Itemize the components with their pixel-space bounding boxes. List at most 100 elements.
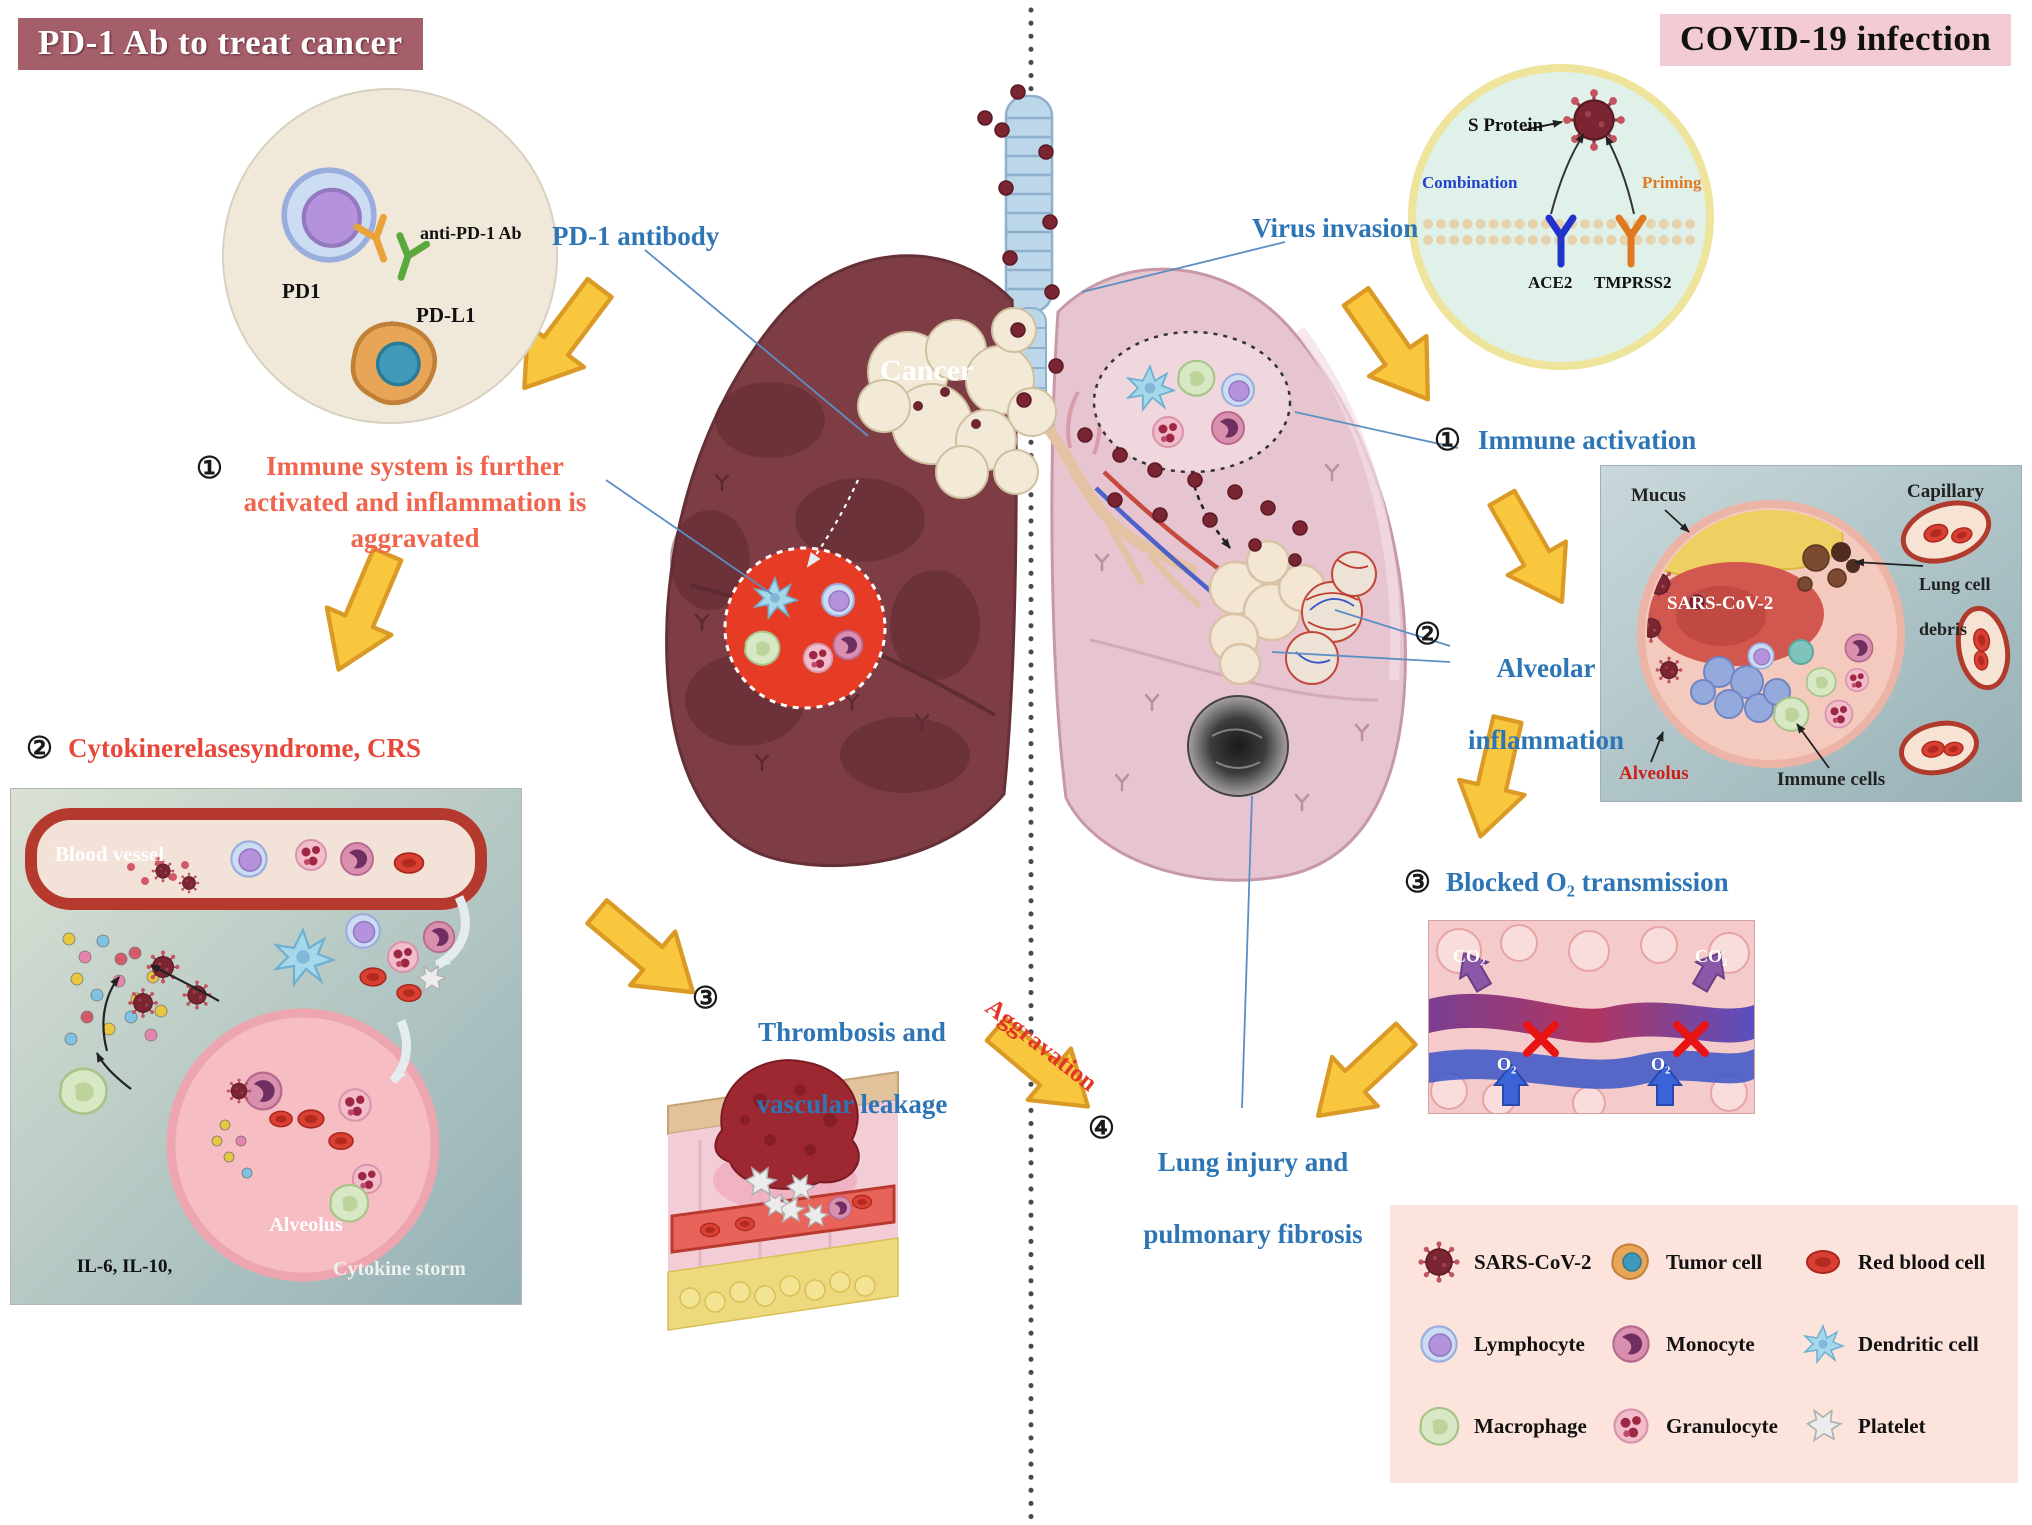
left-step3-number: ③: [692, 982, 719, 1015]
inflammation-inset: [723, 546, 887, 710]
yellow-arrow: [306, 541, 419, 683]
pd1-mechanism-graphic: [224, 90, 556, 422]
lymphocyte-icon: [1420, 1325, 1458, 1363]
cytokine-storm-panel: Blood vessel Alveolus IL-6, IL-10, IFN-γ…: [10, 788, 522, 1305]
legend-label: Platelet: [1858, 1413, 1926, 1438]
legend-item-granulocyte: Granulocyte: [1608, 1403, 1800, 1449]
pd1-mechanism-inset: PD1 anti-PD-1 Ab PD-L1: [222, 88, 558, 424]
ace2-receptor: [1545, 214, 1577, 268]
cytokines-line1: IL-6, IL-10,: [76, 1255, 173, 1277]
combination-label: Combination: [1422, 173, 1518, 192]
debris-line2: debris: [1919, 618, 1968, 639]
legend-item-dendritic-cell: Dendritic cell: [1800, 1321, 1992, 1367]
left-step2-number: ②: [26, 732, 53, 765]
legend-label: Tumor cell: [1666, 1249, 1763, 1274]
ace2-label: ACE2: [1528, 273, 1573, 292]
s-protein-label: S Protein: [1468, 115, 1544, 136]
macrophage-icon: [1419, 1406, 1460, 1446]
legend-item-tumor-cell: Tumor cell: [1608, 1239, 1800, 1285]
anti-pd1-ab-label: anti-PD-1 Ab: [420, 223, 522, 243]
o2-arrow-left: [1492, 1063, 1530, 1106]
pd1-label: PD1: [282, 279, 321, 303]
capillary-top: [1900, 500, 1992, 564]
legend-item-macrophage: Macrophage: [1416, 1403, 1608, 1449]
right-step3-number: ③: [1404, 866, 1431, 899]
dendritic-cell-icon: [1804, 1325, 1844, 1363]
capillary-bottom: [1898, 720, 1980, 776]
connector-lines: [605, 241, 1459, 1109]
co2-label-left: CO₂: [1453, 946, 1486, 966]
capillary-right: [1955, 605, 2011, 691]
legend-label: Dendritic cell: [1858, 1331, 1979, 1356]
legend-item-lymphocyte: Lymphocyte: [1416, 1321, 1608, 1367]
priming-label: Priming: [1642, 173, 1702, 192]
legend-label: Red blood cell: [1858, 1249, 1986, 1274]
thrombosis-illustration: [667, 1059, 899, 1331]
legend-label: Macrophage: [1474, 1413, 1587, 1438]
sars-cov-2-label: SARS-CoV-2: [1667, 593, 1774, 614]
lung-cell-debris-label: Lung cell debris: [1919, 550, 1991, 663]
title-left: PD-1 Ab to treat cancer: [18, 18, 423, 70]
left-step3-line1: Thrombosis and: [758, 1017, 946, 1047]
legend-label: Monocyte: [1666, 1331, 1755, 1356]
alveolus-label: Alveolus: [269, 1214, 343, 1236]
co2-label-right: CO₂: [1695, 946, 1728, 966]
right-step2-line1: Alveolar: [1496, 653, 1596, 683]
o2-label-right: O₂: [1651, 1054, 1671, 1074]
tmprss2-receptor: [1615, 214, 1647, 268]
right-step4-line2: pulmonary fibrosis: [1143, 1219, 1363, 1249]
virus-entry-inset: S Protein Combination Priming ACE2 TMPRS…: [1408, 64, 1714, 370]
ground-glass-lesion: [1187, 695, 1289, 797]
sars-cov-2-icon: [1417, 1240, 1461, 1284]
left-step3-line2: vascular leakage: [756, 1089, 948, 1119]
right-step1-number: ①: [1434, 424, 1461, 457]
right-step4-line1: Lung injury and: [1157, 1147, 1349, 1177]
tumor-cell-icon: [1611, 1243, 1649, 1280]
right-step4-number: ④: [1088, 1112, 1115, 1145]
red-blood-cell-icon: [1806, 1250, 1840, 1274]
immune-cells-inset: [1092, 330, 1292, 474]
capillary-label: Capillary: [1907, 481, 1985, 502]
alveolus-red-label: Alveolus: [1619, 763, 1689, 784]
immune-cells-label: Immune cells: [1777, 769, 1886, 790]
title-right: COVID-19 infection: [1660, 14, 2012, 66]
blocked-oxygen-graphic: [1429, 921, 1754, 1113]
right-step2-number: ②: [1414, 618, 1441, 651]
right-step2-line2: inflammation: [1467, 725, 1624, 755]
legend-item-red-blood-cell: Red blood cell: [1800, 1239, 1992, 1285]
blood-vessel-label: Blood vessel: [55, 842, 165, 866]
granulocyte-icon: [1613, 1408, 1649, 1444]
legend-label: Granulocyte: [1666, 1413, 1778, 1438]
virus-dots: [977, 84, 1308, 567]
left-step1-label: Immune system is further activated and i…: [243, 451, 587, 553]
alveolar-inflammation-panel: Mucus Capillary SARS-CoV-2 Lung cell deb…: [1600, 465, 2022, 802]
pdl1-label: PD-L1: [416, 303, 476, 327]
legend-label: Lymphocyte: [1474, 1331, 1585, 1356]
legend: SARS-CoV-2 Tumor cell Red blood cell Lym…: [1390, 1205, 2018, 1483]
cancer-label: Cancer: [880, 354, 974, 387]
cytokines-label: IL-6, IL-10, IFN-γ, GM-CSF: [37, 1231, 212, 1304]
legend-item-platelet: Platelet: [1800, 1403, 1992, 1449]
virus-invasion-label: Virus invasion: [1252, 213, 1419, 243]
yellow-arrow: [1473, 481, 1591, 619]
left-step3-label: Thrombosis and vascular leakage: [732, 978, 972, 1158]
left-step1-number: ①: [196, 452, 223, 485]
tmprss2-label: TMPRSS2: [1594, 273, 1672, 292]
legend-item-sars-cov-2: SARS-CoV-2: [1416, 1239, 1608, 1285]
debris-line1: Lung cell: [1919, 573, 1991, 594]
blocked-oxygen-panel: CO₂ CO₂ O₂ O₂: [1428, 920, 1755, 1114]
virus-entry-graphic: [1423, 87, 1699, 268]
alveolar-inflammation-graphic: [1601, 466, 2021, 801]
platelet-icon: [1806, 1409, 1842, 1442]
right-step3-label: Blocked O₂ transmission: [1446, 867, 1729, 897]
mucus-label: Mucus: [1631, 485, 1686, 506]
cytokine-storm-graphic: [11, 789, 521, 1304]
dashed-arrow-cancer-to-inset: [806, 479, 860, 568]
o2-arrow-right: [1646, 1063, 1684, 1106]
blocked-x-icon: [1523, 1021, 1709, 1057]
right-step1-label: Immune activation: [1478, 425, 1697, 455]
pd1-antibody-label: PD-1 antibody: [552, 221, 720, 251]
co2-arrow-right: [1691, 951, 1726, 993]
